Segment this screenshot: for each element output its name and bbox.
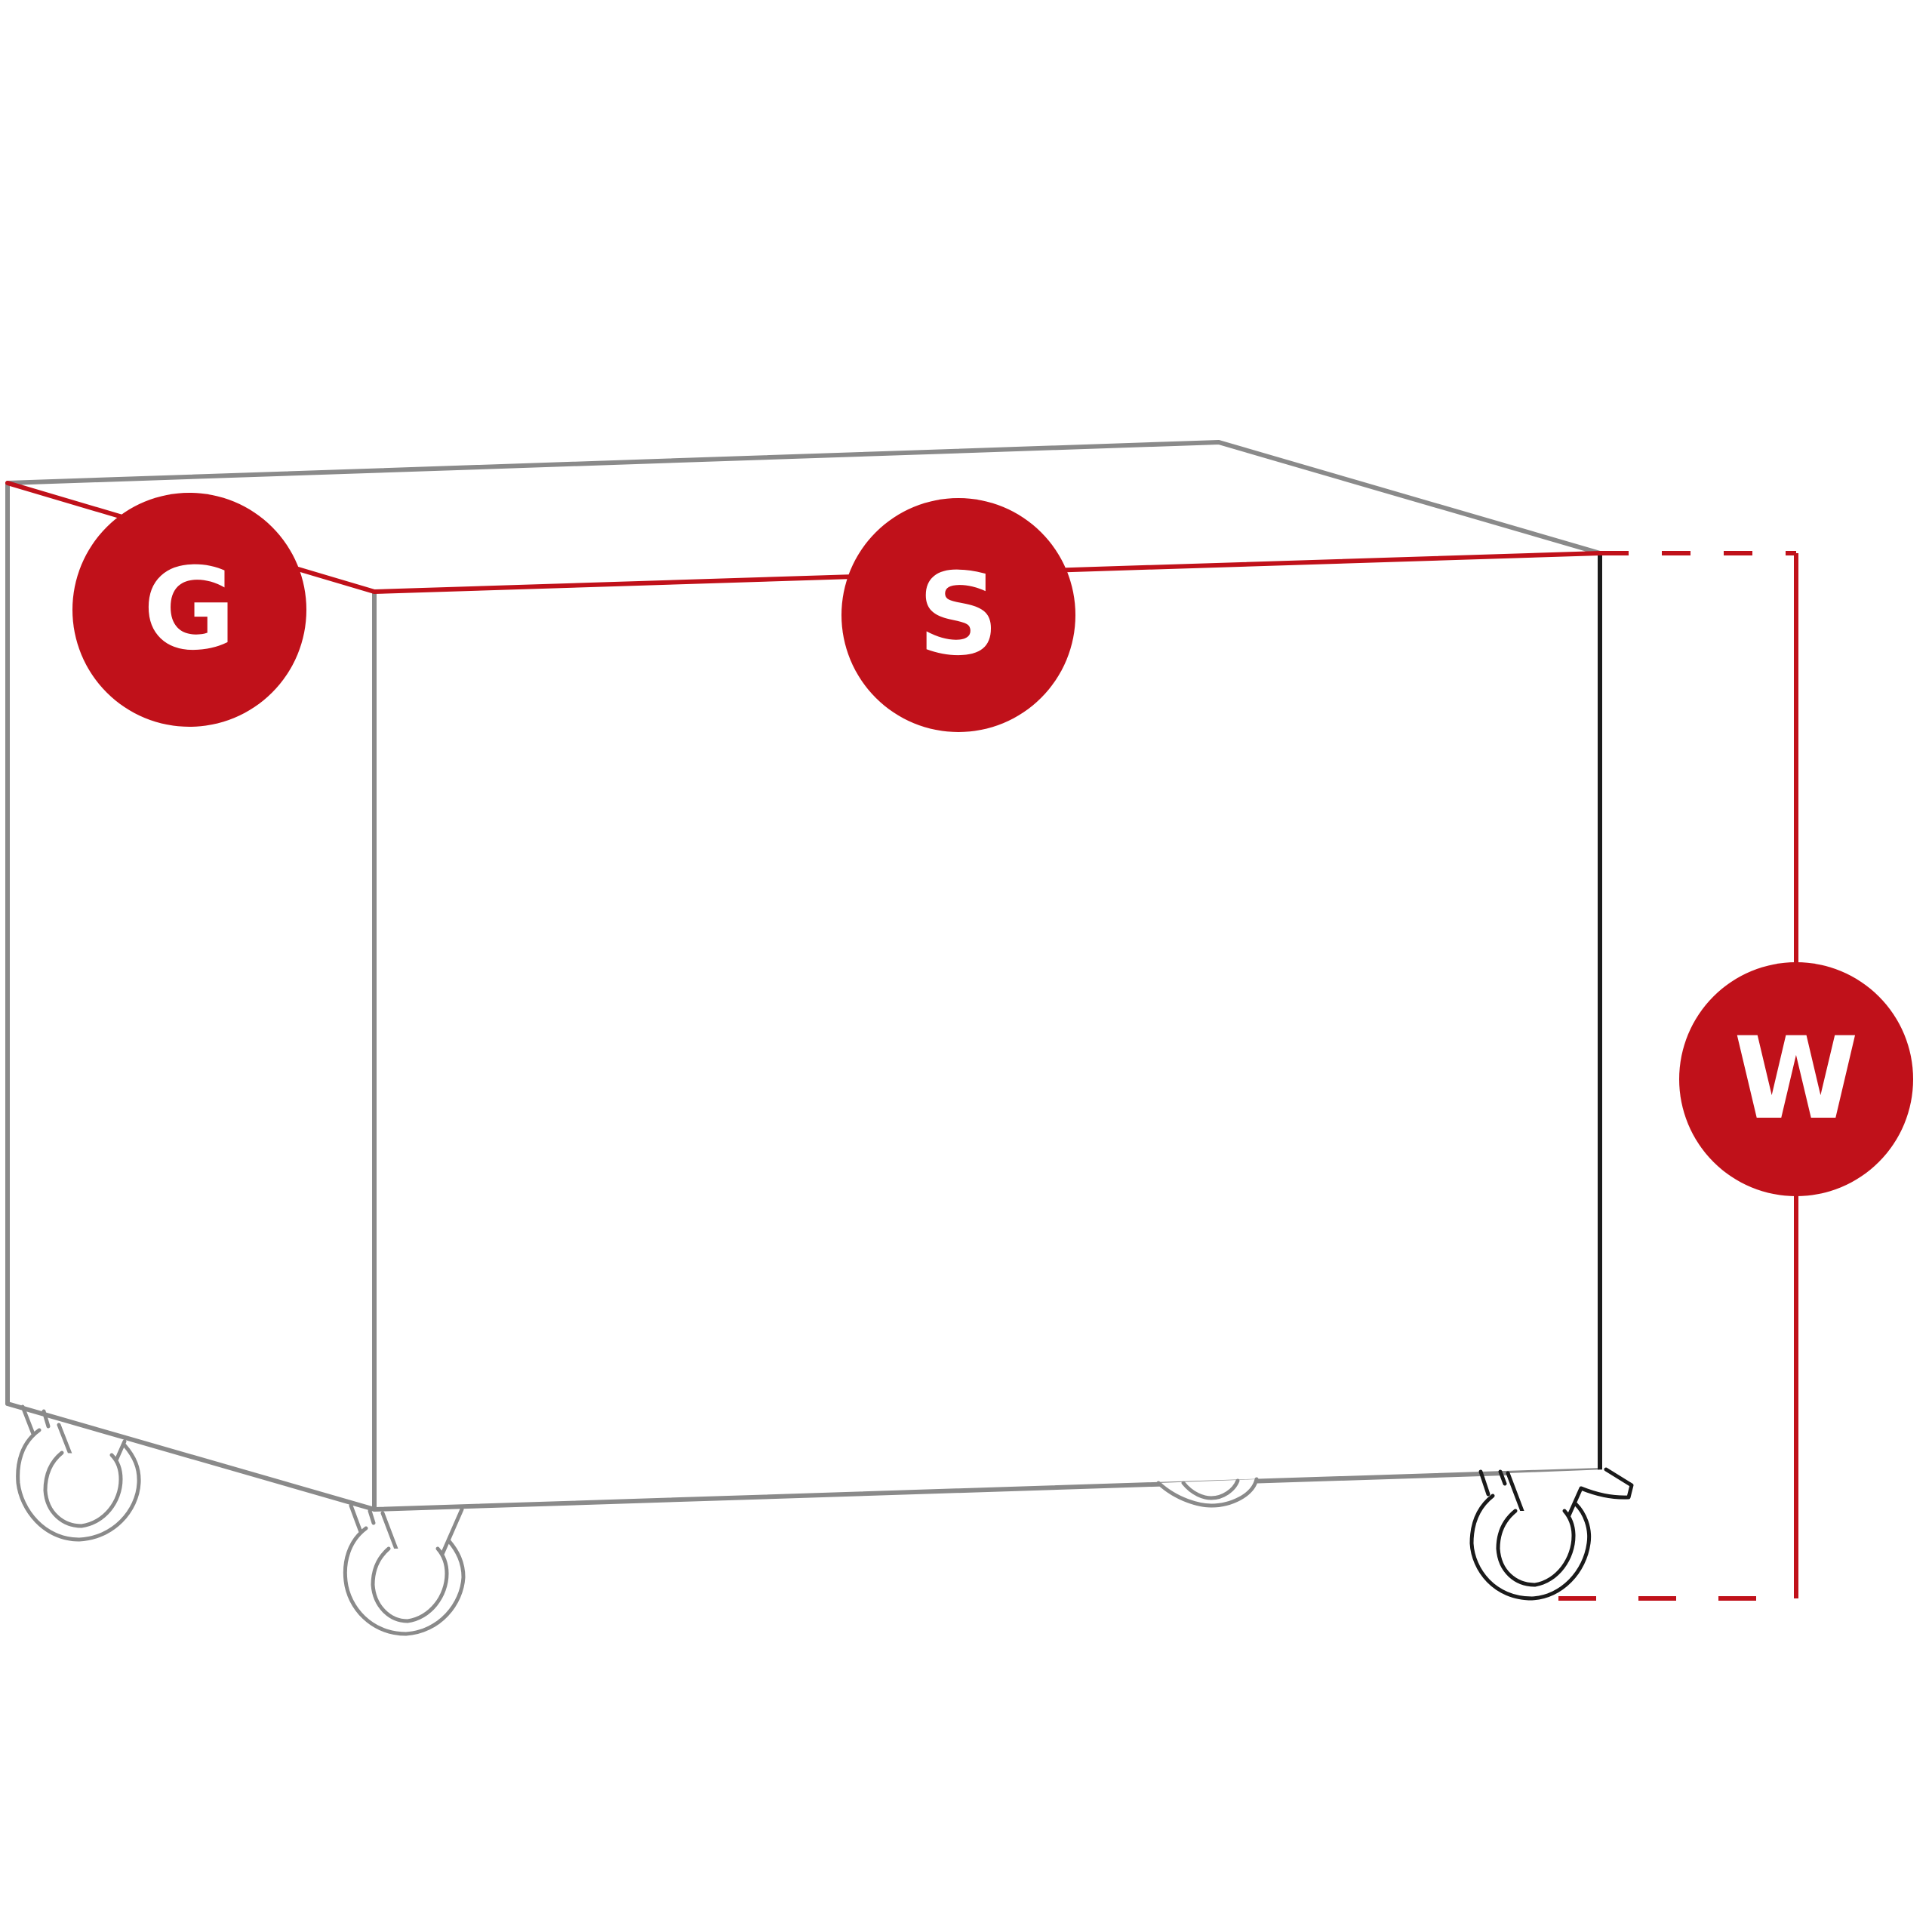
badge-height: W — [1679, 962, 1913, 1196]
bottom-front-edge — [372, 1468, 1602, 1512]
badge-depth: G — [72, 493, 306, 727]
badge-depth-label: G — [143, 544, 235, 675]
badge-height-label: W — [1734, 1014, 1858, 1145]
badge-width-label: S — [918, 549, 999, 681]
caster-back-left — [16, 1404, 141, 1542]
badge-height-circle — [1679, 962, 1913, 1196]
caster-front-right — [1469, 1467, 1634, 1601]
casters — [16, 1404, 1634, 1636]
caster-front-left — [343, 1503, 466, 1636]
top-back-edge — [5, 440, 1602, 555]
bottom-side-edge — [5, 1401, 377, 1512]
caster-back-right — [1156, 1477, 1259, 1508]
badge-width-circle — [841, 498, 1075, 732]
cabinet-outline — [5, 440, 1602, 1512]
badge-width: S — [841, 498, 1075, 732]
badge-depth-circle — [72, 493, 306, 727]
